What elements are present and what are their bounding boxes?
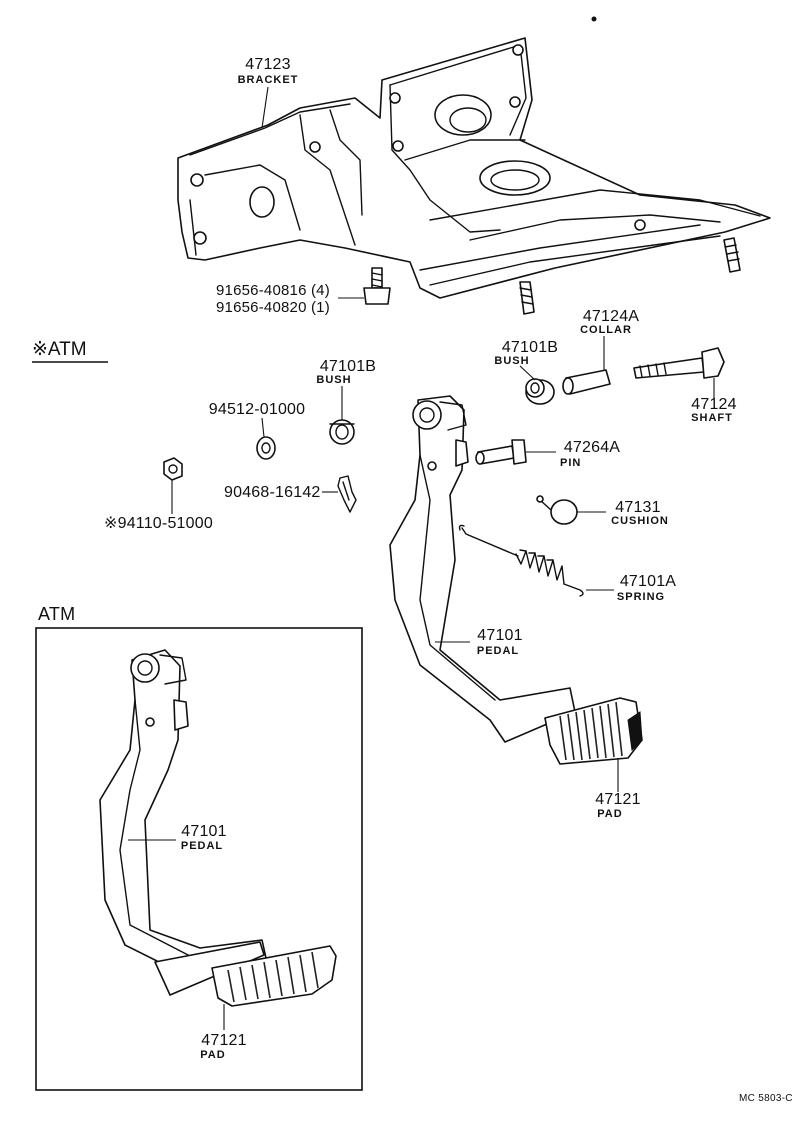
bush-right-part-name: BUSH bbox=[494, 355, 530, 367]
diagram-code: MC 5803-C bbox=[739, 1093, 793, 1104]
pedal-atm-drawing bbox=[99, 649, 267, 996]
atm-inset-frame bbox=[35, 627, 363, 1091]
cushion-drawing bbox=[536, 495, 606, 525]
collar-drawing bbox=[562, 336, 611, 395]
pad-atm-drawing bbox=[211, 945, 337, 1030]
bush-right-drawing bbox=[519, 365, 555, 405]
collar-part-name: COLLAR bbox=[580, 324, 632, 336]
bolt-drawing bbox=[338, 267, 391, 305]
clip-drawing bbox=[322, 475, 357, 513]
shaft-part-number: 47124 bbox=[691, 396, 737, 413]
cushion-part-number: 47131 bbox=[615, 499, 661, 516]
pad-main-drawing bbox=[544, 697, 643, 792]
atm-marked-header: ※ATM bbox=[32, 339, 87, 360]
pad-atm-part-name: PAD bbox=[200, 1049, 226, 1061]
pedal-atm-part-number: 47101 bbox=[181, 823, 227, 840]
clip-part-number: 90468-16142 bbox=[224, 484, 321, 501]
nut-drawing bbox=[163, 457, 183, 514]
bush-left-part-number: 47101B bbox=[319, 358, 377, 375]
spring-part-name: SPRING bbox=[616, 591, 666, 603]
spring-drawing bbox=[458, 524, 614, 597]
bolt-part-number-1: 91656-40816 (4) bbox=[216, 282, 330, 299]
pedal-atm-part-name: PEDAL bbox=[180, 840, 224, 852]
collar-part-number: 47124A bbox=[582, 308, 640, 325]
atm-inset-title: ATM bbox=[38, 604, 76, 624]
bolt-part-number-2: 91656-40820 (1) bbox=[216, 299, 330, 316]
washer-part-number: 94512-01000 bbox=[208, 401, 306, 418]
bracket-part-name: BRACKET bbox=[237, 74, 299, 86]
washer-drawing bbox=[256, 417, 276, 460]
bush-left-part-name: BUSH bbox=[316, 374, 352, 386]
bracket-drawing bbox=[177, 37, 771, 315]
bush-left-drawing bbox=[329, 386, 355, 445]
pad-main-part-number: 47121 bbox=[595, 791, 641, 808]
pin-drawing bbox=[475, 439, 556, 465]
pedal-main-part-name: PEDAL bbox=[476, 645, 520, 657]
pedal-main-drawing bbox=[389, 395, 576, 743]
shaft-drawing bbox=[633, 347, 725, 398]
pad-main-part-name: PAD bbox=[597, 808, 623, 820]
bush-right-part-number: 47101B bbox=[501, 339, 559, 356]
pin-part-name: PIN bbox=[560, 457, 582, 469]
nut-part-number: ※94110-51000 bbox=[104, 515, 213, 532]
pin-part-number: 47264A bbox=[563, 439, 621, 456]
spring-part-number: 47101A bbox=[619, 573, 677, 590]
cushion-part-name: CUSHION bbox=[611, 515, 669, 527]
shaft-part-name: SHAFT bbox=[691, 412, 733, 424]
bracket-part-number: 47123 bbox=[245, 56, 291, 73]
pad-atm-part-number: 47121 bbox=[201, 1032, 247, 1049]
pedal-main-part-number: 47101 bbox=[477, 627, 523, 644]
